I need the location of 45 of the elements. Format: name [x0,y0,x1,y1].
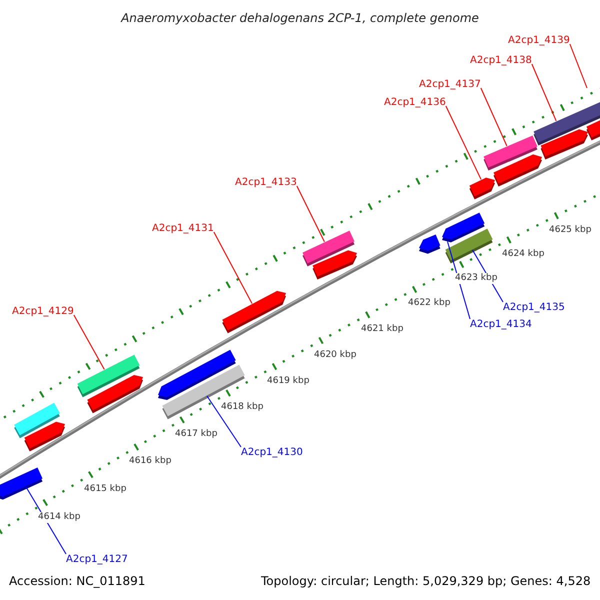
accession-text: Accession: NC_011891 [9,574,146,588]
gene-block [222,290,286,334]
gene-block [484,136,538,170]
scale-label: 4616 kbp [129,456,172,467]
scale-label: 4615 kbp [84,484,126,495]
gene-block [87,375,143,414]
gene-block [469,178,495,200]
leader-line [296,186,325,242]
gene-label: A2cp1_4139 [508,35,570,47]
leader-line [480,88,508,146]
gene-label: A2cp1_4136 [384,97,446,109]
scale-label: 4618 kbp [221,402,264,413]
gene-block [540,129,588,160]
scale-label: 4622 kbp [408,298,450,309]
gene-block [312,250,357,280]
gene-label: A2cp1_4131 [152,223,214,235]
scale-label: 4625 kbp [549,225,592,236]
scale-label: 4614 kbp [38,512,80,523]
gene-label: A2cp1_4134 [470,319,532,331]
gene-label: A2cp1_4129 [12,306,74,318]
gene-block [0,468,42,500]
gene-label: A2cp1_4127 [66,554,128,566]
gene-label: A2cp1_4138 [470,55,532,67]
scale-label: 4621 kbp [361,324,404,335]
leader-line [531,64,557,122]
gene-label: A2cp1_4133 [235,177,297,189]
scale-label: 4623 kbp [455,273,498,284]
gene-label: A2cp1_4137 [419,79,481,91]
gene-label: A2cp1_4130 [241,447,303,459]
scale-label: 4620 kbp [314,350,356,361]
gene-block [586,118,600,140]
gene-label: A2cp1_4135 [503,302,565,314]
scale-label: 4617 kbp [175,429,218,440]
leader-line [569,44,588,88]
gene-block [24,422,65,452]
title: Anaeromyxobacter dehalogenans 2CP-1, complete genome [120,11,480,25]
leader-line [445,106,482,180]
scale-label: 4619 kbp [267,376,310,387]
scale-label: 4624 kbp [502,249,544,260]
leader-line [73,314,105,370]
leader-line [206,396,242,448]
leader-line [213,232,252,304]
genome-info-text: Topology: circular; Length: 5,029,329 bp; Genes: 4,528 [261,574,591,588]
gene-block [445,228,493,264]
gene-block [419,234,440,254]
